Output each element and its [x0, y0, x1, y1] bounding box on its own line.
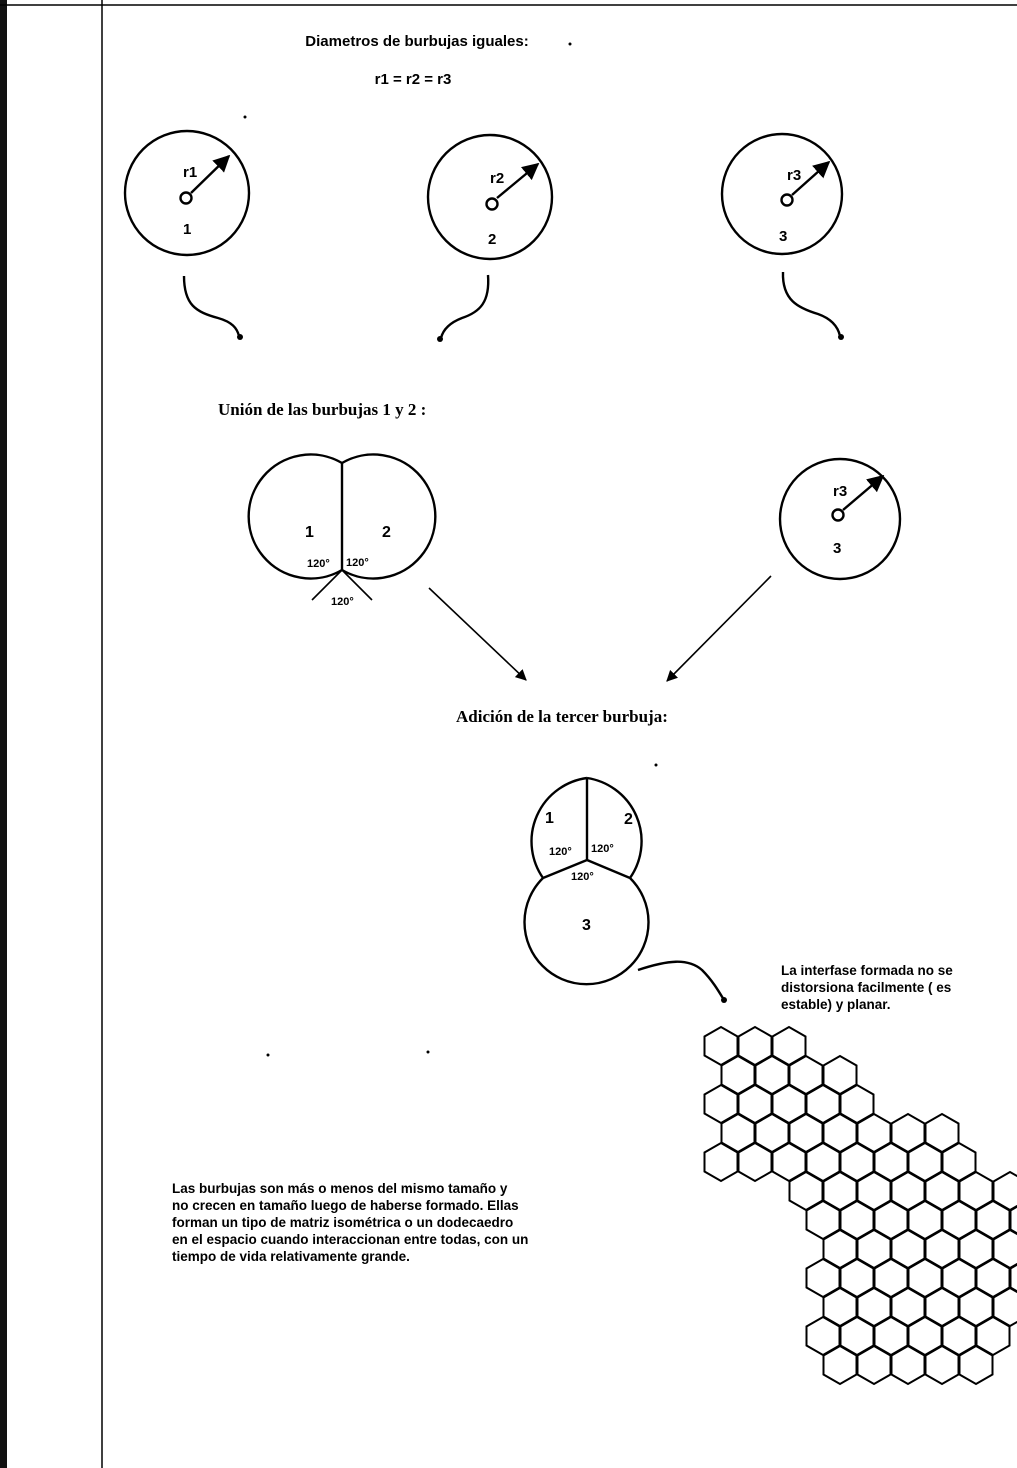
arrow-to-foam	[637, 960, 726, 1001]
arrow-union-to-addition	[428, 587, 527, 681]
left-scan-border	[0, 0, 7, 1468]
addition-heading: Adición de la tercer burbuja:	[456, 707, 668, 726]
radius-label-1: r1	[183, 164, 197, 181]
description-line: no crecen en tamaño luego de haberse for…	[172, 1198, 519, 1213]
three-bubble-cluster: 1 2 3 120° 120° 120°	[523, 776, 650, 986]
radius-label-2: r2	[490, 170, 504, 187]
honeycomb-foam	[703, 1025, 1017, 1386]
foam-cell	[1009, 1205, 1017, 1235]
foam-cell	[958, 1344, 994, 1386]
free-bubble-number: 3	[833, 540, 841, 557]
free-bubble-radius: r3	[833, 483, 847, 500]
free-bubble-3: r3 3	[778, 457, 902, 581]
description-line: forman un tipo de matriz isométrica o un…	[172, 1215, 514, 1230]
description-line: tiempo de vida relativamente grande.	[172, 1249, 410, 1264]
description-line: Las burbujas son más o menos del mismo t…	[172, 1181, 508, 1196]
arrow-bubble3-to-addition	[666, 575, 772, 682]
foam-cell	[1009, 1263, 1017, 1293]
cluster-angle-right: 120°	[591, 843, 614, 855]
cluster-label-1: 1	[545, 810, 554, 827]
foam-cell	[703, 1141, 739, 1183]
arrow-from-bubble-1	[182, 275, 241, 337]
interface-note: La interfase formada no se distorsiona f…	[781, 962, 1006, 1013]
union-label-2: 2	[382, 524, 391, 541]
foam-cell	[737, 1141, 773, 1183]
cluster-label-3: 3	[582, 917, 591, 934]
interface-note-line: La interfase formada no se	[781, 963, 953, 978]
bubbles-description: Las burbujas son más o menos del mismo t…	[172, 1180, 642, 1265]
page-title: Diametros de burbujas iguales:	[305, 33, 528, 50]
foam-cell	[822, 1344, 858, 1386]
description-line: en el espacio cuando interaccionan entre…	[172, 1232, 529, 1247]
foam-cell	[890, 1344, 926, 1386]
bubble-number-2: 2	[488, 231, 496, 248]
merged-bubbles-1-2: 1 2 120° 120° 120°	[247, 453, 437, 608]
radius-label-3: r3	[787, 167, 801, 184]
radius-equation: r1 = r2 = r3	[375, 71, 452, 88]
cluster-angle-bottom: 120°	[571, 871, 594, 883]
cluster-angle-left: 120°	[549, 846, 572, 858]
bubble-1: r1 1	[123, 129, 251, 340]
union-angle-left: 120°	[307, 558, 330, 570]
cluster-label-2: 2	[624, 811, 633, 828]
union-heading: Unión de las burbujas 1 y 2 :	[218, 400, 426, 419]
union-label-1: 1	[305, 524, 314, 541]
foam-cell	[856, 1344, 892, 1386]
union-angle-bottom: 120°	[331, 596, 354, 608]
bubble-number-3: 3	[779, 228, 787, 245]
bubble-number-1: 1	[183, 221, 191, 238]
interface-note-line: distorsiona facilmente ( es	[781, 980, 952, 995]
arrow-from-bubble-2	[439, 274, 490, 339]
bubble-3: r3 3	[720, 132, 844, 340]
interface-note-line: estable) y planar.	[781, 997, 891, 1012]
bubble-2: r2 2	[426, 133, 554, 342]
arrow-from-bubble-3	[781, 271, 842, 337]
union-angle-right: 120°	[346, 557, 369, 569]
foam-cell	[924, 1344, 960, 1386]
